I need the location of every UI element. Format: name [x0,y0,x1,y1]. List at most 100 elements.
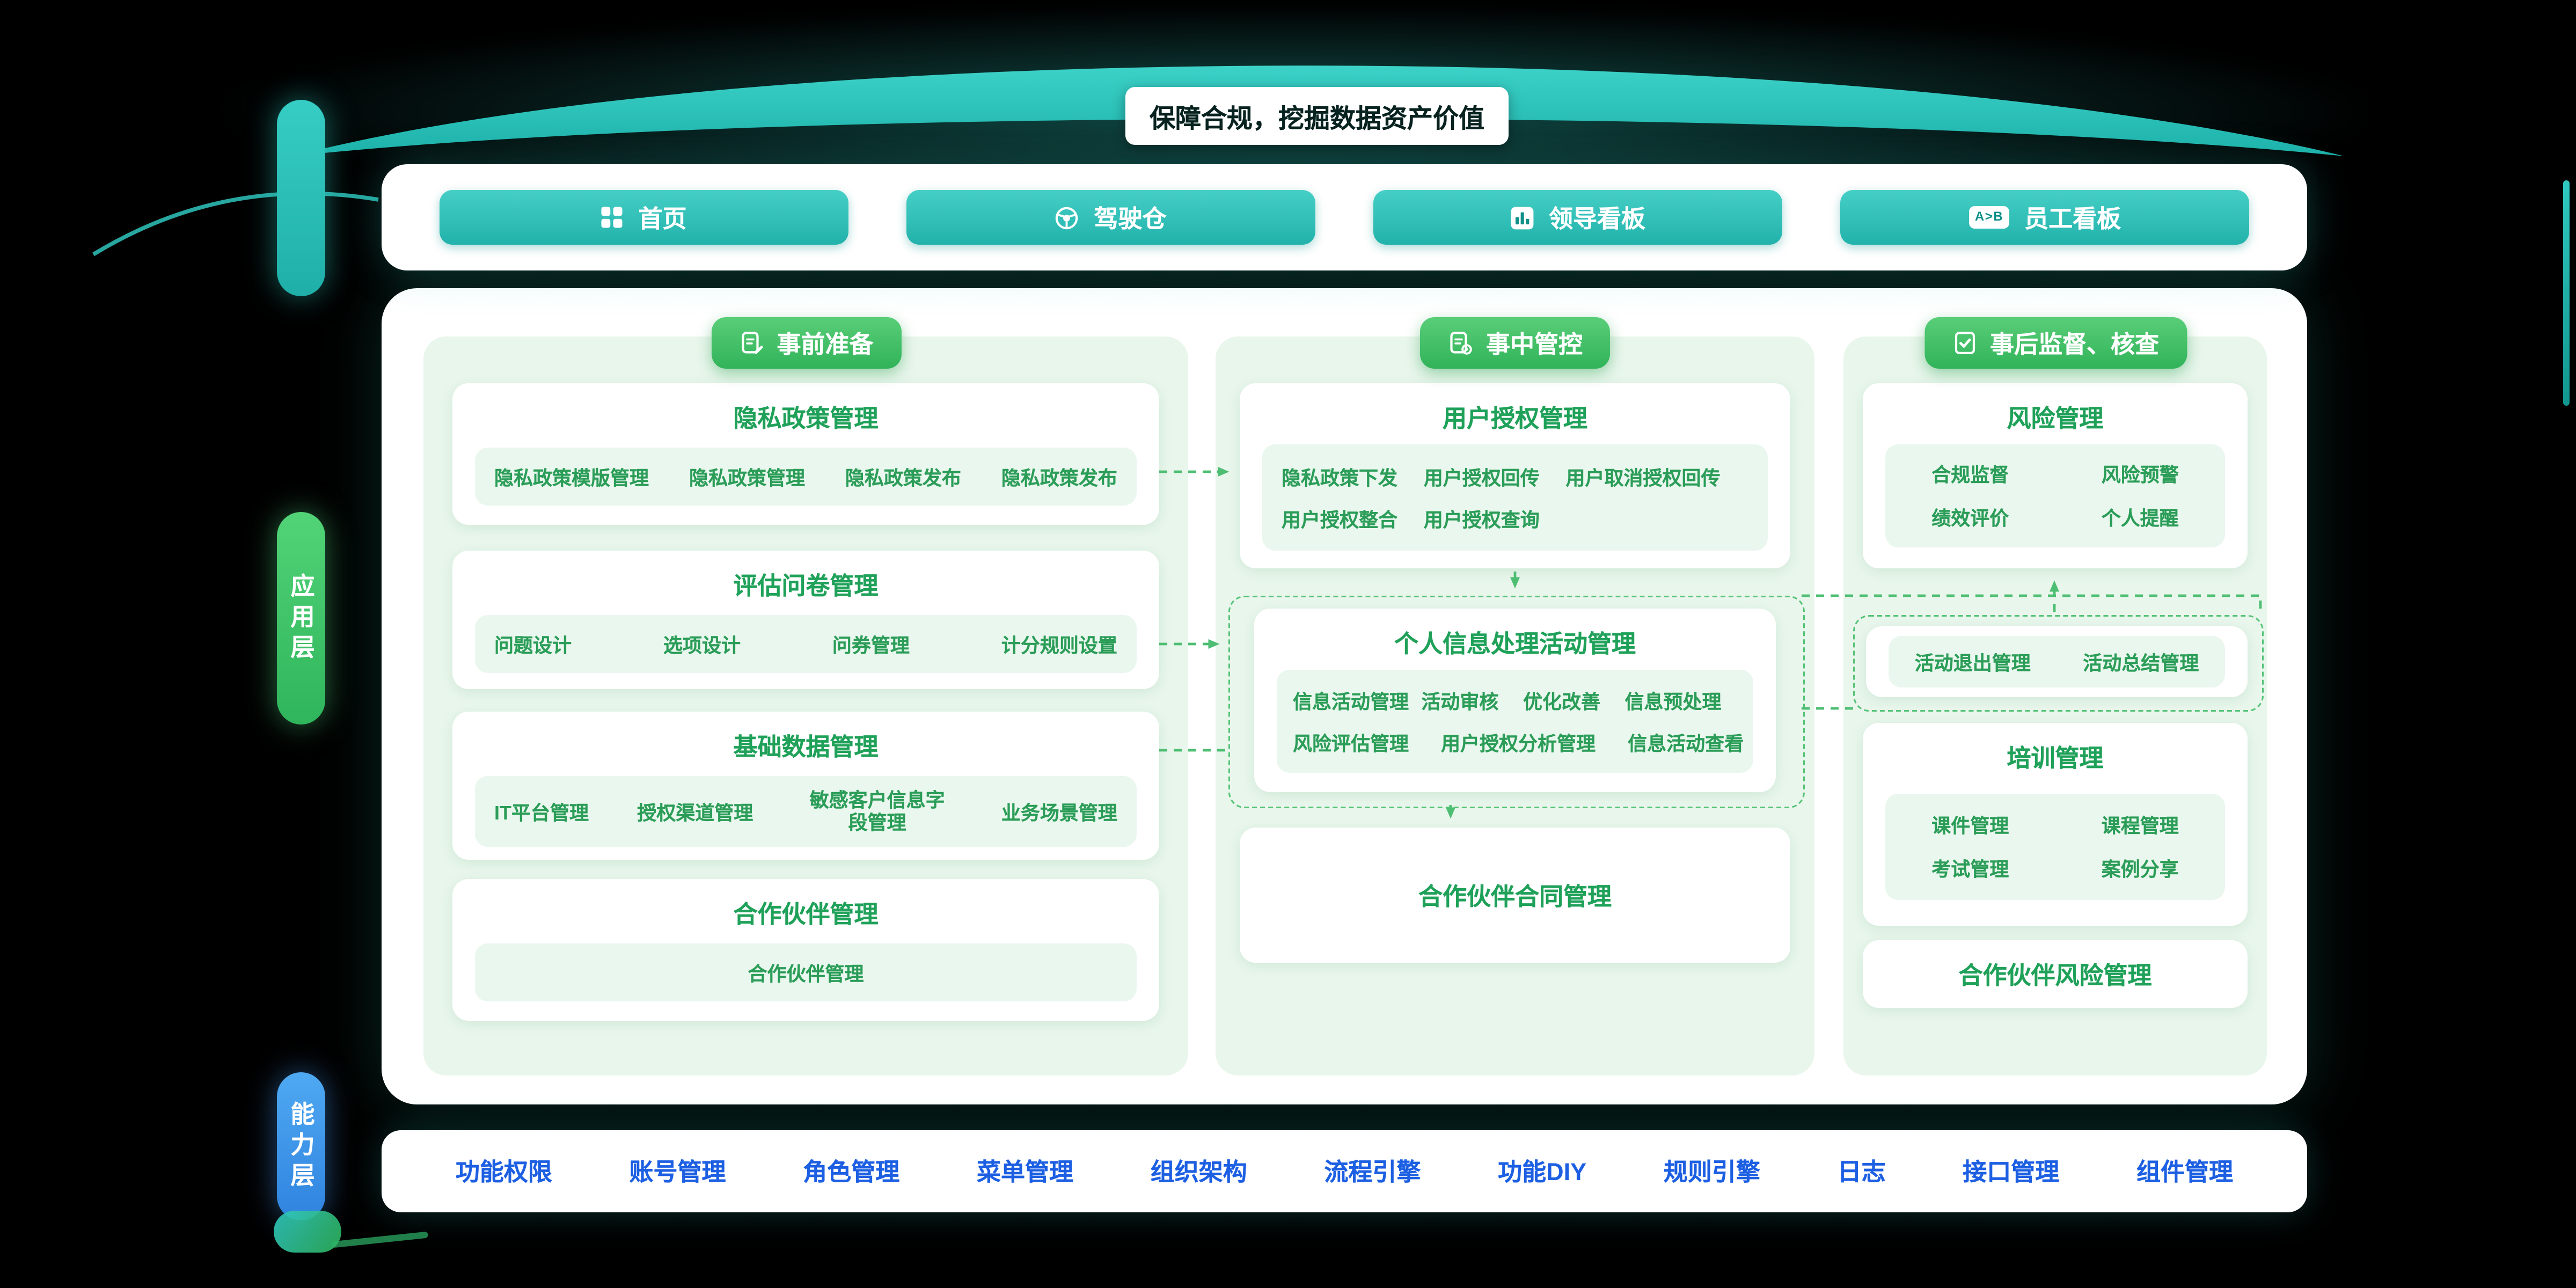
module-item: 用户授权查询 [1423,508,1540,531]
grid-icon [602,207,623,228]
badge-in-process-control: 事中管控 [1419,317,1611,369]
card-basic-data-mgmt: 基础数据管理 IT平台管理 授权渠道管理 敏感客户信息字段管理 业务场景管理 [452,712,1159,860]
badge-post-supervision: 事后监督、核查 [1923,317,2187,369]
nav-button-home[interactable]: 首页 [440,190,848,245]
audit-check-icon [1954,332,1974,354]
module-item: 活动总结管理 [2083,651,2199,674]
bottom-left-blob [274,1211,341,1253]
nav-button-cockpit[interactable]: 驾驶仓 [906,190,1315,245]
module-item: 隐私政策下发 [1282,466,1398,489]
capability-item-menus[interactable]: 菜单管理 [976,1159,1074,1187]
card-title: 评估问卷管理 [733,573,879,601]
module-item: 风险评估管理 [1293,731,1409,755]
module-item: 信息活动查看 [1628,731,1744,755]
module-item: 信息预处理 [1624,690,1722,713]
card-questionnaire-mgmt: 评估问卷管理 问题设计 选项设计 问券管理 计分规则设置 [452,551,1159,689]
capability-item-logs[interactable]: 日志 [1837,1159,1886,1187]
module-item: 隐私政策发布 [1001,466,1117,489]
card-title: 风险管理 [2007,406,2104,433]
card-privacy-policy-mgmt: 隐私政策管理 隐私政策模版管理 隐私政策管理 隐私政策发布 隐私政策发布 [452,383,1159,525]
module-item: 个人提醒 [2101,507,2179,530]
module-item: 风险预警 [2101,464,2179,486]
module-item: 课程管理 [2101,815,2179,837]
module-item: 活动退出管理 [1914,651,2031,674]
module-item: 敏感客户信息字段管理 [809,788,945,834]
module-item: 问券管理 [832,633,910,656]
capability-item-org[interactable]: 组织架构 [1150,1159,1247,1187]
capability-bar: 功能权限 账号管理 角色管理 菜单管理 组织架构 流程引擎 功能DIY 规则引擎… [382,1130,2307,1212]
capability-item-api[interactable]: 接口管理 [1963,1159,2060,1187]
top-navbar: 首页 驾驶仓 领导看板 A>B 员工看板 [382,164,2307,270]
nav-button-leader-board[interactable]: 领导看板 [1373,190,1782,245]
nav-label-leader-board: 领导看板 [1548,205,1645,233]
module-row: 风险评估管理 用户授权分析管理 信息活动查看 [1293,729,1744,756]
capability-item-accounts[interactable]: 账号管理 [629,1159,726,1187]
module-item: 用户取消授权回传 [1565,466,1721,489]
module-item: 用户授权回传 [1423,466,1540,489]
module-item: 用户授权整合 [1282,508,1398,531]
prepare-doc-icon [741,332,763,354]
module-item: 合作伙伴管理 [748,962,864,985]
banner-title: 保障合规，挖掘数据资产价值 [1125,87,1509,145]
module-item: 案例分享 [2101,858,2179,881]
module-item: 课件管理 [1931,815,2009,837]
nav-label-home: 首页 [638,205,687,233]
swoosh-line [92,191,379,257]
capability-item-roles[interactable]: 角色管理 [803,1159,900,1187]
module-item: 合规监督 [1931,464,2009,486]
module-strip: 隐私政策模版管理 隐私政策管理 隐私政策发布 隐私政策发布 [475,448,1137,506]
layer-label-capability: 能力层 [277,1072,325,1220]
nav-button-employee-board[interactable]: A>B 员工看板 [1840,190,2249,245]
module-strip: 问题设计 选项设计 问券管理 计分规则设置 [475,615,1137,673]
card-title: 个人信息处理活动管理 [1394,631,1636,658]
module-item: 选项设计 [663,633,741,656]
module-item: 业务场景管理 [1001,801,1117,824]
card-title: 合作伙伴合同管理 [1418,883,1612,911]
steering-wheel-icon [1056,206,1079,229]
card-user-authorization-mgmt: 用户授权管理 隐私政策下发 用户授权回传 用户取消授权回传 用户授权整合 用户授… [1240,383,1790,568]
module-strip: IT平台管理 授权渠道管理 敏感客户信息字段管理 业务场景管理 [475,776,1137,847]
control-doc-icon [1450,332,1472,355]
right-edge-streak [2563,180,2570,406]
module-strip: 活动退出管理 活动总结管理 [1889,636,2225,687]
card-title: 培训管理 [2007,745,2104,773]
badge-label: 事后监督、核查 [1989,331,2160,358]
module-item: 问题设计 [494,633,572,656]
capability-item-components[interactable]: 组件管理 [2136,1159,2234,1187]
module-strip: 课件管理 课程管理 考试管理 案例分享 [1885,794,2225,900]
card-title: 基础数据管理 [733,734,879,762]
card-partner-risk-mgmt: 合作伙伴风险管理 [1863,940,2248,1008]
section-pre-preparation: 事前准备 隐私政策管理 隐私政策模版管理 隐私政策管理 隐私政策发布 隐私政策发… [423,317,1188,1075]
card-risk-mgmt: 风险管理 合规监督 风险预警 绩效评价 个人提醒 [1863,383,2248,568]
badge-pre-preparation: 事前准备 [711,317,901,369]
module-item: 计分规则设置 [1001,633,1117,656]
capability-item-diy[interactable]: 功能DIY [1498,1159,1587,1187]
section-post-supervision: 事后监督、核查 风险管理 合规监督 风险预警 绩效评价 个人提醒 活动退出管理 … [1843,317,2267,1075]
teal-deco-capsule [277,100,325,296]
badge-label: 事前准备 [777,331,874,358]
card-title: 合作伙伴风险管理 [1958,962,2152,990]
module-item: 考试管理 [1931,858,2009,881]
module-item: 隐私政策模版管理 [494,466,649,489]
dashed-group-activity [1228,596,1805,808]
module-strip: 合规监督 风险预警 绩效评价 个人提醒 [1885,444,2225,547]
bottom-left-streak [331,1231,429,1248]
card-partner-mgmt: 合作伙伴管理 合作伙伴管理 [452,879,1159,1021]
card-partner-contract-mgmt: 合作伙伴合同管理 [1240,828,1790,963]
capability-item-rules[interactable]: 规则引擎 [1663,1159,1760,1187]
capability-item-permissions[interactable]: 功能权限 [455,1159,552,1187]
capability-item-workflow[interactable]: 流程引擎 [1324,1159,1421,1187]
module-item: 授权渠道管理 [637,801,753,824]
card-title: 合作伙伴管理 [733,902,879,929]
module-item: 活动审核 [1421,690,1499,713]
card-title: 隐私政策管理 [733,406,879,433]
module-item: 信息活动管理 [1293,690,1409,713]
card-activity-exit-summary: 活动退出管理 活动总结管理 [1866,626,2248,697]
module-item: IT平台管理 [494,801,589,824]
module-item: 隐私政策发布 [845,466,961,489]
module-item: 隐私政策管理 [689,466,805,489]
card-training-mgmt: 培训管理 课件管理 课程管理 考试管理 案例分享 [1863,723,2248,926]
module-item: 绩效评价 [1931,507,2009,530]
nav-label-employee-board: 员工看板 [2024,205,2121,233]
module-strip: 隐私政策下发 用户授权回传 用户取消授权回传 用户授权整合 用户授权查询 [1262,444,1768,551]
